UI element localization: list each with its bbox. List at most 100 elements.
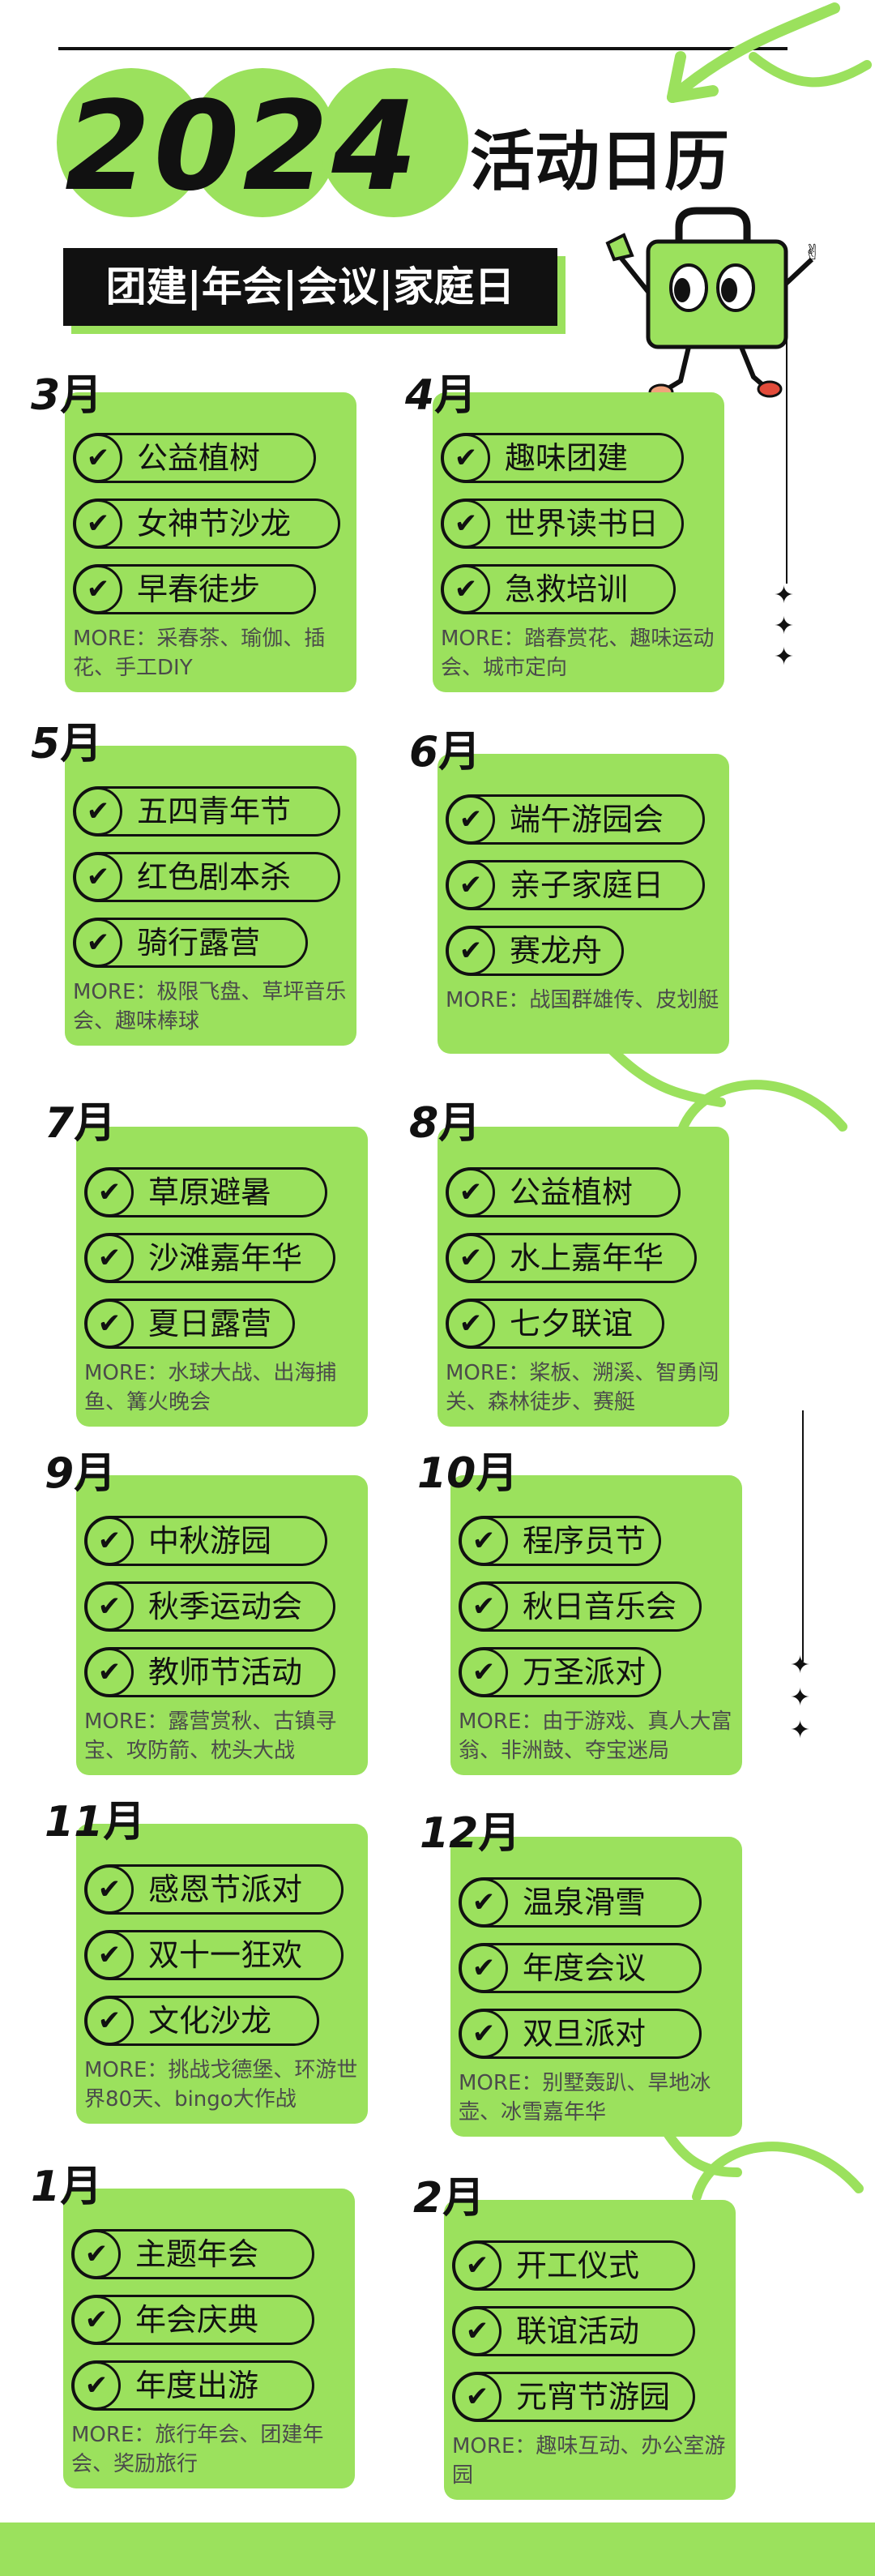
activity-label: 公益植树: [137, 440, 261, 476]
activity-item: ✔开工仪式: [452, 2240, 695, 2291]
activity-item: ✔温泉滑雪: [459, 1877, 702, 1928]
activity-item: ✔水上嘉年华: [446, 1233, 697, 1283]
activity-label: 秋季运动会: [148, 1589, 303, 1624]
month-suffix: 月: [478, 1809, 521, 1858]
more-activities: MORE：战国群雄传、皮划艇: [446, 986, 726, 1015]
tag-bar: 团建|年会|会议|家庭日: [63, 248, 557, 326]
month-suffix: 月: [442, 2174, 485, 2223]
activity-label: 趣味团建: [505, 440, 629, 476]
check-icon: ✔: [459, 2009, 508, 2058]
curved-arrow-icon: [603, 1041, 847, 1140]
activity-label: 秋日音乐会: [523, 1589, 677, 1624]
month-number: 7: [45, 1099, 75, 1148]
month-suffix: 月: [74, 1449, 117, 1498]
more-prefix: MORE：: [446, 988, 530, 1012]
check-icon: ✔: [459, 1517, 508, 1565]
activity-item: ✔趣味团建: [441, 433, 684, 483]
activity-label: 元宵节游园: [516, 2379, 671, 2415]
more-text: 旅行年会、团建年会、奖励旅行: [71, 2423, 324, 2476]
sparkle-icon: ✦: [790, 1651, 811, 1680]
activity-label: 主题年会: [135, 2236, 259, 2272]
check-icon: ✔: [446, 1299, 495, 1348]
activity-label: 端午游园会: [510, 802, 664, 837]
activity-item: ✔年会庆典: [71, 2295, 314, 2345]
month-number: 1: [31, 2163, 61, 2211]
check-icon: ✔: [72, 2230, 121, 2279]
check-icon: ✔: [85, 1234, 134, 1282]
more-prefix: MORE：: [73, 627, 157, 651]
activity-item: ✔感恩节派对: [84, 1864, 344, 1915]
title-blob: [319, 68, 468, 217]
month-number: 11: [45, 1798, 104, 1846]
activity-item: ✔五四青年节: [73, 786, 340, 837]
activity-item: ✔ 公益植树: [73, 433, 316, 483]
activity-item: ✔女神节沙龙: [73, 499, 340, 549]
activity-label: 年度出游: [135, 2368, 259, 2403]
activity-label: 双十一狂欢: [148, 1937, 303, 1973]
activity-item: ✔ 联谊活动: [452, 2306, 695, 2356]
month-card: ✔开工仪式 ✔ 联谊活动 ✔元宵节游园 MORE：趣味互动、办公室游园: [444, 2200, 736, 2500]
more-activities: MORE：桨板、溯溪、智勇闯关、森林徒步、赛艇: [446, 1359, 726, 1417]
divider-line: [802, 1410, 804, 1662]
activity-label: 夏日露营: [148, 1306, 272, 1341]
more-prefix: MORE：: [84, 2058, 169, 2082]
month-label: 12月: [420, 1812, 520, 1855]
check-icon: ✔: [442, 565, 490, 614]
activity-item: ✔文化沙龙: [84, 1996, 319, 2046]
activity-item: ✔急救培训: [441, 564, 676, 614]
sparkle-icon: ✦: [774, 581, 795, 610]
activity-item: ✔秋季运动会: [84, 1581, 335, 1632]
activity-item: ✔七夕联谊: [446, 1299, 664, 1349]
curved-arrow-icon: [667, 2, 872, 103]
activity-label: 草原避暑: [148, 1175, 272, 1210]
month-number: 2: [413, 2174, 443, 2223]
check-icon: ✔: [459, 1648, 508, 1697]
activity-item: ✔ 夏日露营: [84, 1299, 295, 1349]
month-number: 9: [45, 1449, 75, 1498]
activity-label: 联谊活动: [516, 2313, 640, 2349]
activity-item: ✔端午游园会: [446, 794, 705, 845]
more-activities: MORE：由于游戏、真人大富翁、非洲鼓、夺宝迷局: [459, 1707, 739, 1765]
more-activities: MORE：露营赏秋、古镇寻宝、攻防箭、枕头大战: [84, 1707, 365, 1765]
check-icon: ✔: [74, 853, 122, 901]
more-prefix: MORE：: [446, 1361, 530, 1385]
activity-item: ✔元宵节游园: [452, 2372, 695, 2422]
check-icon: ✔: [74, 499, 122, 548]
month-suffix: 月: [60, 371, 103, 420]
activity-item: ✔沙滩嘉年华: [84, 1233, 335, 1283]
title-blob: [57, 68, 206, 217]
check-icon: ✔: [459, 1582, 508, 1631]
more-prefix: MORE：: [84, 1709, 169, 1734]
more-text: 别墅轰趴、旱地冰壶、冰雪嘉年华: [459, 2071, 711, 2125]
month-number: 4: [405, 371, 435, 420]
more-text: 由于游戏、真人大富翁、非洲鼓、夺宝迷局: [459, 1709, 732, 1763]
more-prefix: MORE：: [71, 2423, 156, 2447]
activity-label: 感恩节派对: [148, 1872, 303, 1907]
check-icon: ✔: [85, 1299, 134, 1348]
more-activities: MORE：采春茶、瑜伽、插花、手工DIY: [73, 624, 353, 683]
more-text: 战国群雄传、皮划艇: [529, 988, 719, 1012]
check-icon: ✔: [74, 565, 122, 614]
activity-label: 早春徒步: [137, 571, 261, 607]
month-number: 8: [409, 1099, 439, 1148]
activity-label: 双旦派对: [523, 2016, 647, 2052]
check-icon: ✔: [74, 434, 122, 482]
check-icon: ✔: [446, 926, 495, 975]
activity-item: ✔赛龙舟: [446, 926, 624, 976]
more-prefix: MORE：: [452, 2434, 536, 2458]
more-text: 采春茶、瑜伽、插花、手工DIY: [73, 627, 326, 680]
month-suffix: 月: [476, 1449, 519, 1498]
activity-label: 文化沙龙: [148, 2003, 272, 2039]
check-icon: ✔: [453, 2307, 502, 2356]
more-text: 趣味互动、办公室游园: [452, 2434, 726, 2488]
activity-item: ✔中秋游园: [84, 1516, 327, 1566]
more-activities: MORE：踏春赏花、趣味运动会、城市定向: [441, 624, 721, 683]
check-icon: ✔: [459, 1944, 508, 1992]
sparkle-icon: ✦: [774, 643, 795, 671]
check-icon: ✔: [85, 1648, 134, 1697]
page-title: 活动日历: [470, 124, 729, 199]
check-icon: ✔: [74, 787, 122, 836]
